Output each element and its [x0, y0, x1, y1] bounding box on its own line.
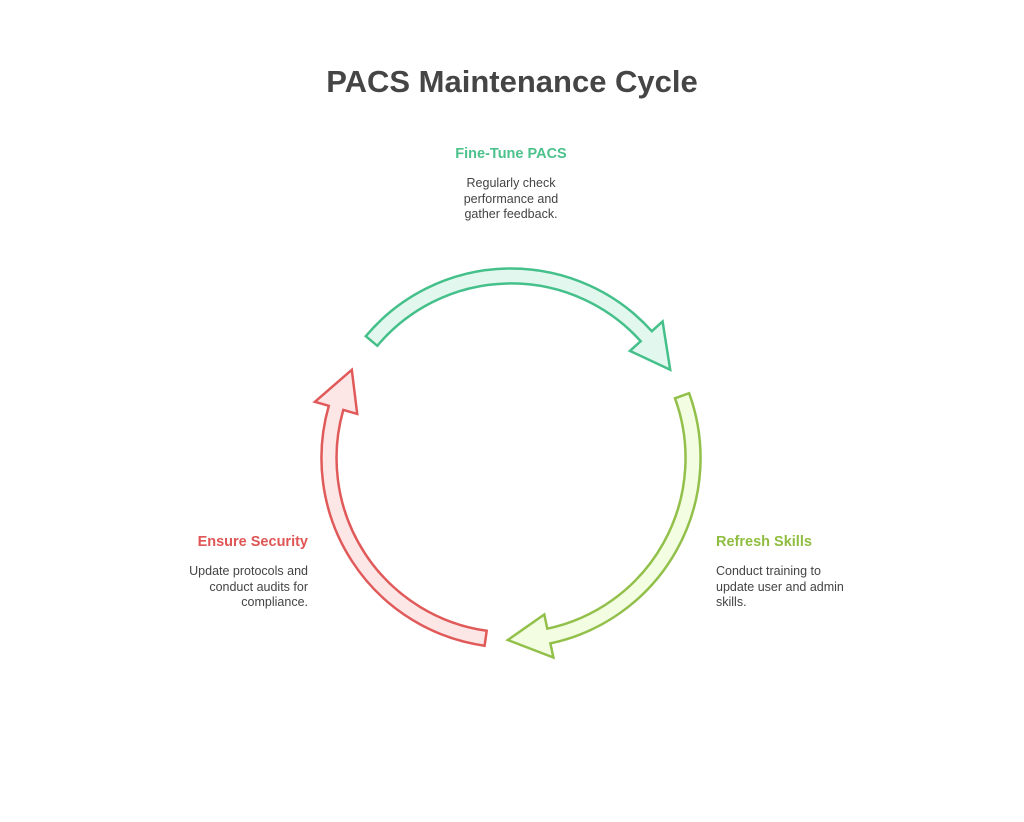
step-title: Fine-Tune PACS: [455, 146, 567, 162]
step-ensure-security: Ensure Security Update protocols and con…: [88, 534, 308, 611]
diagram-title: PACS Maintenance Cycle: [326, 64, 698, 99]
step-title: Refresh Skills: [716, 534, 812, 550]
step-description: Regularly check performance and gather f…: [463, 176, 559, 221]
step-description: Conduct training to update user and admi…: [716, 564, 844, 609]
step-fine-tune-pacs: Fine-Tune PACS Regularly check performan…: [401, 146, 621, 223]
arrow-ensure-security: [312, 367, 489, 648]
step-refresh-skills: Refresh Skills Conduct training to updat…: [716, 534, 936, 611]
arrow-refresh-skills: [505, 391, 702, 660]
step-title: Ensure Security: [197, 534, 308, 550]
arrow-fine-tune: [364, 267, 672, 372]
step-description: Update protocols and conduct audits for …: [189, 564, 308, 609]
